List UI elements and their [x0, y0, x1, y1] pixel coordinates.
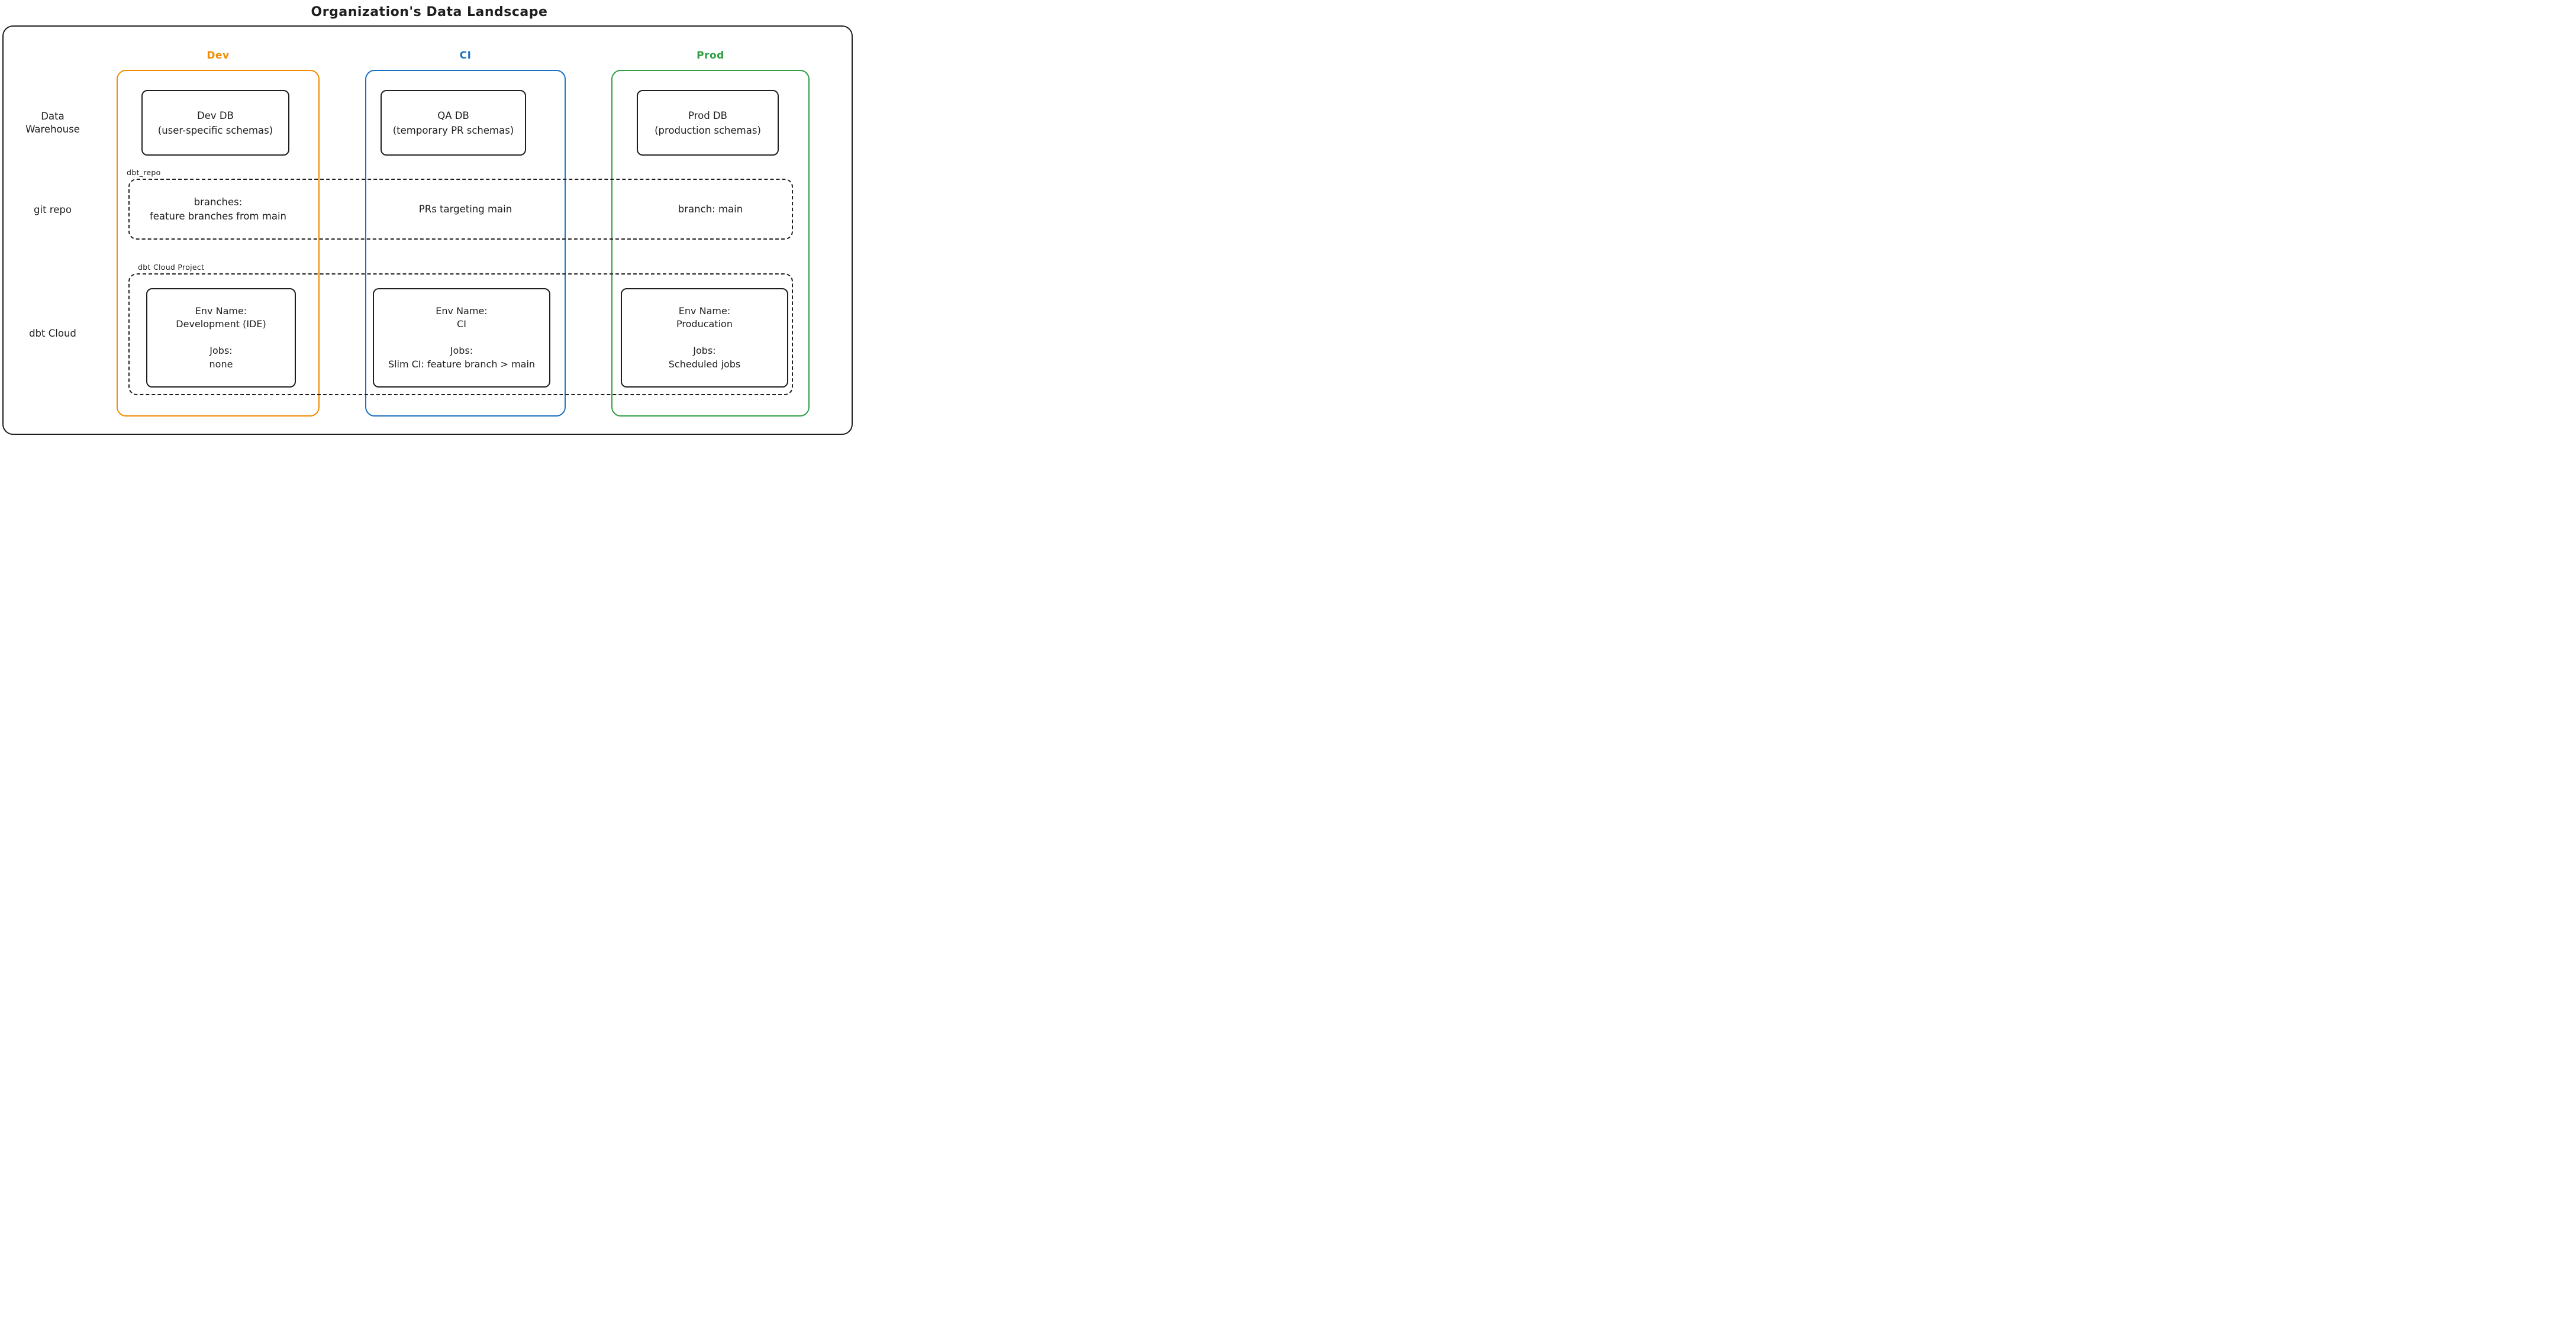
dev-environment-box: Env Name: Development (IDE) Jobs: none [146, 288, 296, 388]
column-header-prod: Prod [697, 50, 724, 62]
prod-db-box: Prod DB (production schemas) [637, 90, 779, 156]
diagram-outer-frame [2, 25, 853, 435]
prod-git-text: branch: main [678, 204, 743, 215]
ci-git-text: PRs targeting main [418, 204, 512, 215]
git-repo-group-box [128, 179, 793, 240]
dbt-cloud-project-group-box [128, 273, 793, 395]
dbt-cloud-project-group-label: dbt Cloud Project [138, 263, 205, 272]
prod-environment-box: Env Name: Producation Jobs: Scheduled jo… [621, 288, 788, 388]
row-label-git-repo: git repo [34, 204, 72, 215]
row-label-dbt-cloud: dbt Cloud [29, 328, 76, 339]
qa-db-box: QA DB (temporary PR schemas) [381, 90, 526, 156]
column-header-ci: CI [459, 50, 472, 62]
row-label-data-warehouse: Data Warehouse [25, 111, 80, 135]
page-title: Organization's Data Landscape [311, 5, 548, 20]
ci-column-container [365, 70, 566, 417]
ci-environment-box: Env Name: CI Jobs: Slim CI: feature bran… [373, 288, 550, 388]
dev-db-box: Dev DB (user-specific schemas) [141, 90, 289, 156]
dev-git-text: branches: feature branches from main [149, 196, 287, 222]
prod-column-container [611, 70, 810, 417]
git-repo-group-label: dbt_repo [127, 168, 161, 177]
dev-column-container [117, 70, 320, 417]
column-header-dev: Dev [207, 50, 230, 62]
